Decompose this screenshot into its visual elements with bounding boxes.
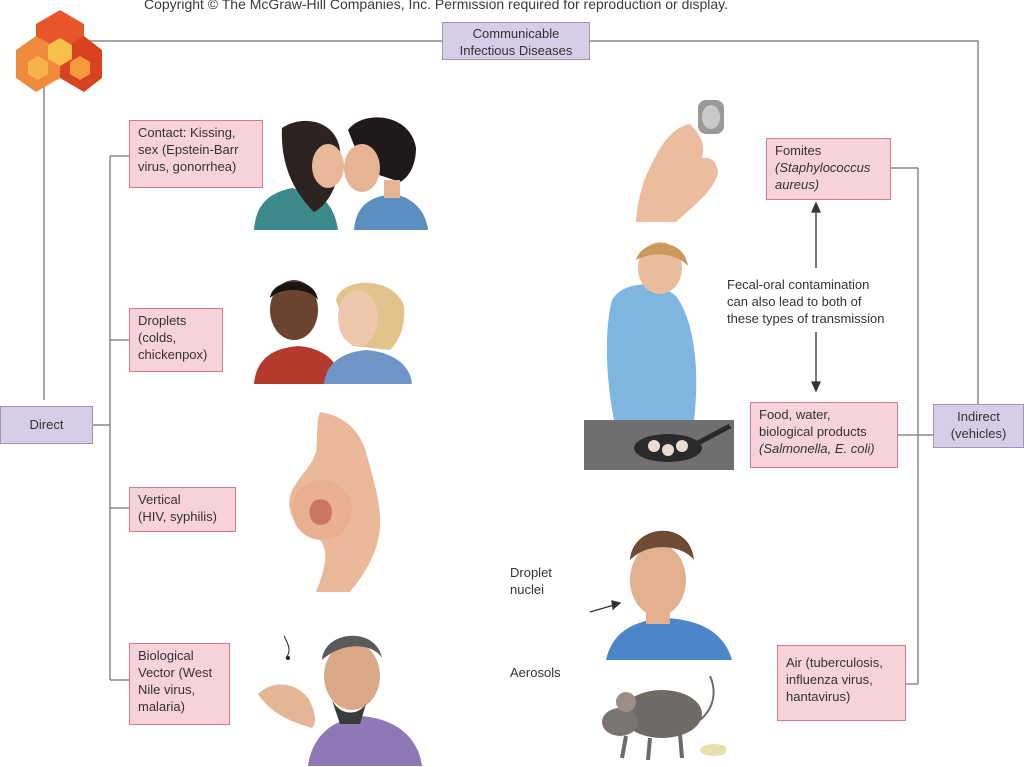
vector-line-2: Vector (West <box>138 665 213 680</box>
mosquito-man-illustration <box>258 635 422 766</box>
pregnant-woman-illustration <box>289 412 381 592</box>
air-line-2: influenza virus, <box>786 672 873 687</box>
contact-box: Contact: Kissing, sex (Epstein-Barr viru… <box>129 120 263 188</box>
fomite-hand-illustration <box>636 100 724 222</box>
aerosols-label: Aerosols <box>510 665 561 680</box>
air-line-3: hantavirus) <box>786 689 851 704</box>
kissing-couple-illustration <box>254 117 428 230</box>
droplets-line-1: Droplets <box>138 313 187 328</box>
fecal-note-line-3: these types of transmission <box>727 311 885 326</box>
air-line-1: Air (tuberculosis, <box>786 655 883 670</box>
vector-line-3: Nile virus, <box>138 682 196 697</box>
indirect-label-2: (vehicles) <box>950 426 1007 441</box>
fecal-note-line-1: Fecal-oral contamination <box>727 277 870 292</box>
fomites-line-1: Fomites <box>775 143 822 158</box>
direct-label: Direct <box>29 417 64 432</box>
vertical-line-1: Vertical <box>138 492 181 507</box>
food-line-2: biological products <box>759 424 867 439</box>
droplet-nuclei-line-2: nuclei <box>510 582 544 597</box>
droplets-line-2: (colds, <box>138 330 177 345</box>
droplets-line-3: chickenpox) <box>138 347 208 362</box>
communicable-diseases-box: Communicable Infectious Diseases <box>442 22 590 60</box>
vector-line-4: malaria) <box>138 699 185 714</box>
copyright-notice: Copyright © The McGraw-Hill Companies, I… <box>144 0 729 12</box>
vertical-box: Vertical (HIV, syphilis) <box>129 487 236 532</box>
indirect-box: Indirect (vehicles) <box>933 404 1024 448</box>
food-line-3: (Salmonella, E. coli) <box>759 441 875 456</box>
biological-vector-box: Biological Vector (West Nile virus, mala… <box>129 643 230 725</box>
droplets-box: Droplets (colds, chickenpox) <box>129 308 223 372</box>
food-water-box: Food, water, biological products (Salmon… <box>750 402 898 468</box>
mouse-illustration <box>602 676 726 761</box>
contact-line-2: sex (Epstein-Barr <box>138 142 239 157</box>
logo-icon <box>16 10 102 92</box>
droplet-nuclei-label: Droplet nuclei <box>510 564 552 598</box>
cooking-person-illustration <box>584 242 734 470</box>
food-line-1: Food, water, <box>759 407 831 422</box>
vertical-line-2: (HIV, syphilis) <box>138 509 217 524</box>
fomites-line-3: aureus) <box>775 177 820 192</box>
contact-line-1: Contact: Kissing, <box>138 125 236 140</box>
direct-box: Direct <box>0 406 93 444</box>
fomites-box: Fomites (Staphylococcus aureus) <box>766 138 891 200</box>
fecal-note-line-2: can also lead to both of <box>727 294 862 309</box>
root-line-2: Infectious Diseases <box>459 43 573 58</box>
fecal-oral-note: Fecal-oral contamination can also lead t… <box>727 276 885 327</box>
droplet-man-illustration <box>606 530 732 660</box>
droplets-people-illustration <box>254 280 412 384</box>
vector-line-1: Biological <box>138 648 194 663</box>
air-box: Air (tuberculosis, influenza virus, hant… <box>777 645 906 721</box>
root-line-1: Communicable <box>472 26 560 41</box>
contact-line-3: virus, gonorrhea) <box>138 159 237 174</box>
droplet-nuclei-line-1: Droplet <box>510 565 552 580</box>
fomites-line-2: (Staphylococcus <box>775 160 871 175</box>
indirect-label-1: Indirect <box>957 409 1000 424</box>
